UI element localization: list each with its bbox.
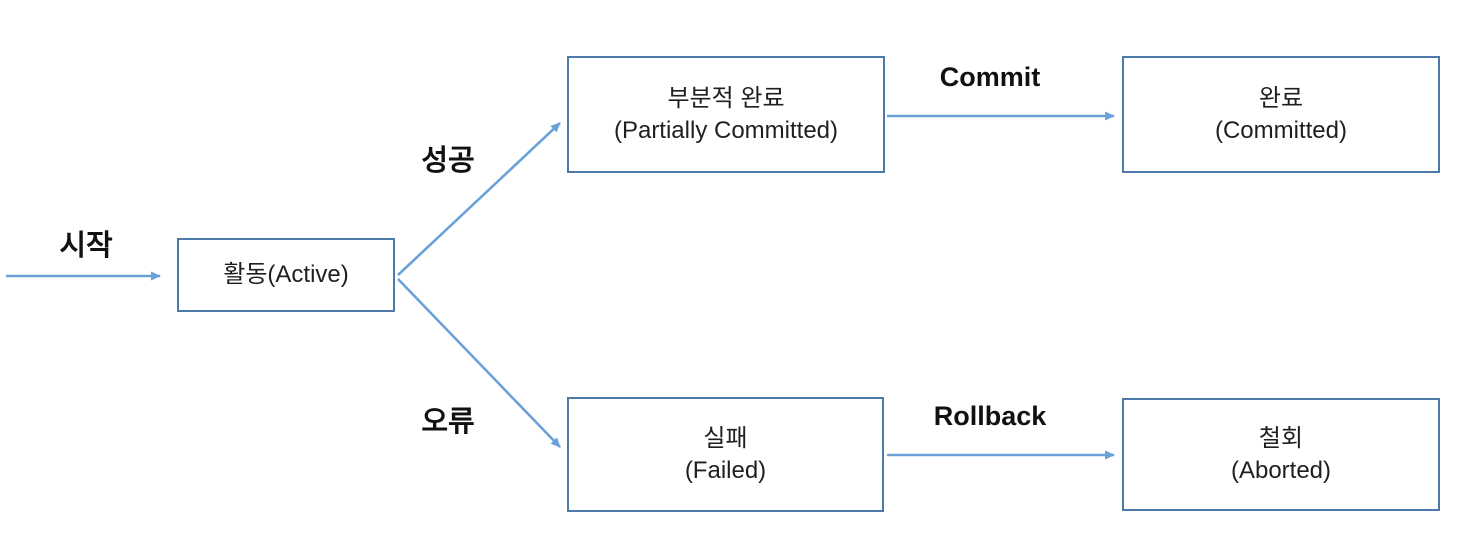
edge-label-success: 성공 <box>421 145 475 177</box>
node-active: 활동(Active) <box>177 238 395 312</box>
node-failed-line2: (Failed) <box>684 456 767 484</box>
node-committed: 완료 (Committed) <box>1122 56 1440 173</box>
error-arrow <box>397 278 561 448</box>
success-arrow <box>397 122 561 276</box>
edge-label-rollback: Rollback <box>933 401 1047 431</box>
node-failed: 실패 (Failed) <box>567 397 884 512</box>
node-aborted: 철회 (Aborted) <box>1122 398 1440 511</box>
node-committed-line2: (Committed) <box>1214 116 1347 144</box>
node-aborted-line2: (Aborted) <box>1230 456 1332 484</box>
node-active-label: 활동(Active) <box>223 261 349 289</box>
node-partially-committed-line2: (Partially Committed) <box>613 116 839 144</box>
node-failed-line1: 실패 <box>703 424 748 452</box>
node-partially-committed-line1: 부분적 완료 <box>667 84 785 112</box>
edge-label-error: 오류 <box>421 406 475 438</box>
edge-label-start: 시작 <box>59 230 113 262</box>
node-committed-line1: 완료 <box>1258 84 1304 112</box>
node-aborted-line1: 철회 <box>1258 424 1304 452</box>
edge-label-commit: Commit <box>939 62 1041 92</box>
node-partially-committed: 부분적 완료 (Partially Committed) <box>567 56 885 173</box>
